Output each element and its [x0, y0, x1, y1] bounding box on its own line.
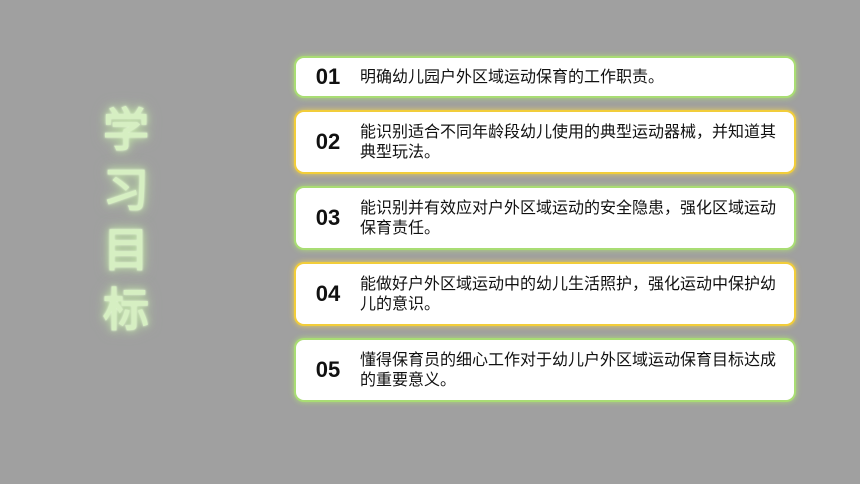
goal-card-01: 01 明确幼儿园户外区域运动保育的工作职责。	[296, 58, 794, 96]
goal-text: 懂得保育员的细心工作对于幼儿户外区域运动保育目标达成的重要意义。	[360, 350, 777, 389]
goal-card-02: 02 能识别适合不同年龄段幼儿使用的典型运动器械，并知道其典型玩法。	[296, 112, 794, 172]
goal-text: 明确幼儿园户外区域运动保育的工作职责。	[360, 67, 665, 86]
goal-text: 能识别适合不同年龄段幼儿使用的典型运动器械，并知道其典型玩法。	[360, 122, 777, 161]
title-char: 习	[103, 163, 149, 217]
title-char: 学	[103, 103, 149, 157]
goal-number: 05	[315, 357, 341, 382]
goals-list: 01 明确幼儿园户外区域运动保育的工作职责。 02 能识别适合不同年龄段幼儿使用…	[296, 58, 794, 416]
goal-text: 能做好户外区域运动中的幼儿生活照护，强化运动中保护幼儿的意识。	[360, 274, 777, 313]
title-char: 目	[103, 223, 149, 277]
goal-card-03: 03 能识别并有效应对户外区域运动的安全隐患，强化区域运动保育责任。	[296, 188, 794, 248]
goal-text: 能识别并有效应对户外区域运动的安全隐患，强化区域运动保育责任。	[360, 198, 777, 237]
goal-number: 04	[315, 281, 341, 306]
title-char: 标	[103, 283, 149, 337]
learning-goals-title: 学 习 目 标	[96, 100, 156, 340]
goal-number: 01	[315, 64, 341, 89]
goal-number: 02	[315, 129, 341, 154]
goal-number: 03	[315, 205, 341, 230]
goal-card-04: 04 能做好户外区域运动中的幼儿生活照护，强化运动中保护幼儿的意识。	[296, 264, 794, 324]
goal-card-05: 05 懂得保育员的细心工作对于幼儿户外区域运动保育目标达成的重要意义。	[296, 340, 794, 400]
